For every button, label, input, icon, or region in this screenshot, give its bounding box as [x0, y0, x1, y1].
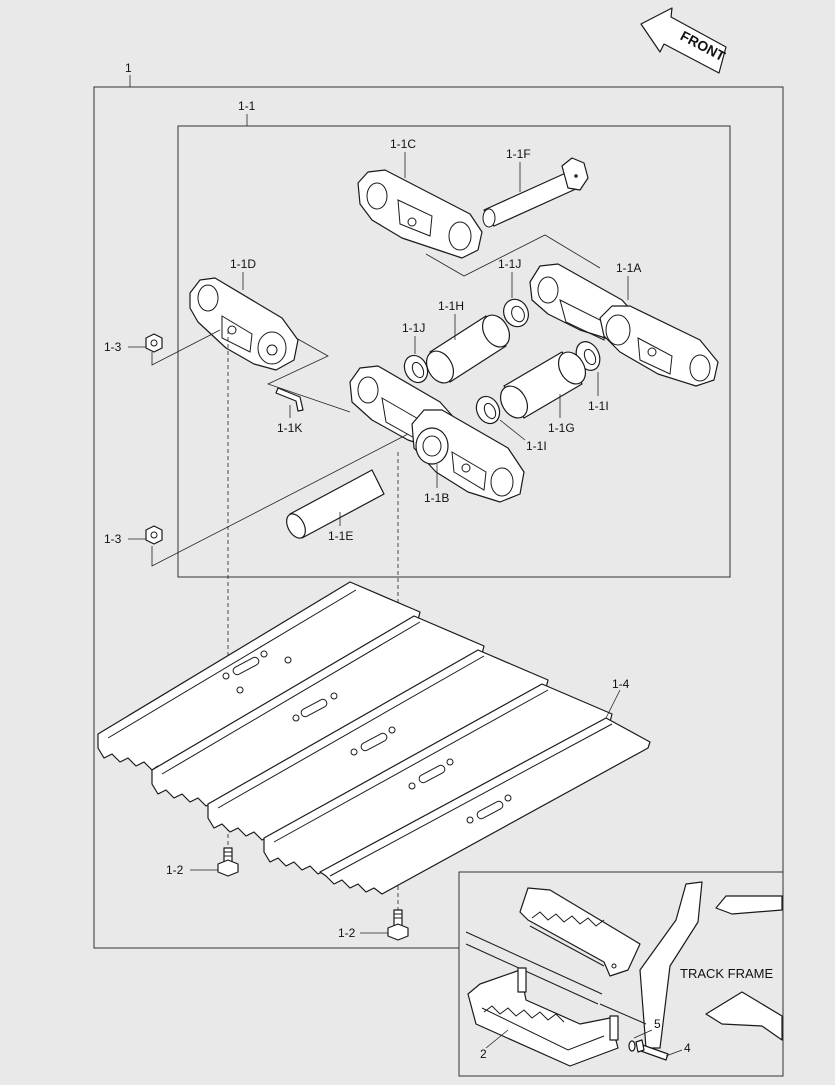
callout-seal-1-1j-lower: 1-1J [402, 321, 425, 335]
bushing-1-1g [499, 351, 587, 419]
callout-bolt-4: 4 [684, 1041, 691, 1055]
callout-link-1-1c: 1-1C [390, 137, 416, 151]
pin-1-1k [275, 387, 304, 412]
callout-pin-1-1e: 1-1E [328, 529, 353, 543]
track-shoes-1-4 [97, 581, 651, 895]
callout-pin-1-1f: 1-1F [506, 147, 531, 161]
callout-assembly: 1 [125, 61, 132, 75]
callout-pin-1-1k: 1-1K [277, 421, 302, 435]
callout-chain: 1-1 [238, 99, 256, 113]
callout-link-1-1b: 1-1B [424, 491, 449, 505]
link-1-1a [529, 263, 719, 387]
nut-1-3-lower [145, 525, 163, 545]
pin-1-1f [482, 157, 589, 228]
bolt-1-2-right [387, 909, 409, 941]
seal-1-1j-upper [503, 298, 529, 328]
callout-seal-1-1i-right: 1-1I [588, 399, 609, 413]
bushing-1-1h [425, 314, 511, 384]
callout-seal-1-1j-upper: 1-1J [498, 257, 521, 271]
inset-track-frame-label: TRACK FRAME [680, 966, 774, 981]
link-1-1b [349, 365, 525, 503]
callout-bushing-1-1h: 1-1H [438, 299, 464, 313]
callout-bushing-1-1g: 1-1G [548, 421, 575, 435]
link-1-1c [357, 169, 483, 259]
callout-link-1-1d: 1-1D [230, 257, 256, 271]
callout-nut-1-3-upper: 1-3 [104, 340, 122, 354]
callout-link-1-1a: 1-1A [616, 261, 641, 275]
callout-nut-1-3-lower: 1-3 [104, 532, 122, 546]
assembly-frame [93, 86, 784, 949]
inset-drawing [465, 881, 783, 1067]
callout-seal-1-1i-center: 1-1I [526, 439, 547, 453]
bolt-1-2-left [217, 847, 239, 877]
callout-bolt-1-2-left: 1-2 [166, 863, 184, 877]
link-1-1d [189, 277, 299, 371]
seal-1-1i-center [475, 395, 501, 425]
nut-1-3-upper [145, 333, 163, 353]
seal-1-1j-lower [403, 354, 429, 384]
pin-1-1e [286, 469, 385, 539]
callout-bolt-1-2-right: 1-2 [338, 926, 356, 940]
callout-washer-5: 5 [654, 1017, 661, 1031]
callout-shoe-1-4: 1-4 [612, 677, 630, 691]
front-direction-arrow: FRONT [640, 7, 728, 74]
callout-step-2: 2 [480, 1047, 487, 1061]
